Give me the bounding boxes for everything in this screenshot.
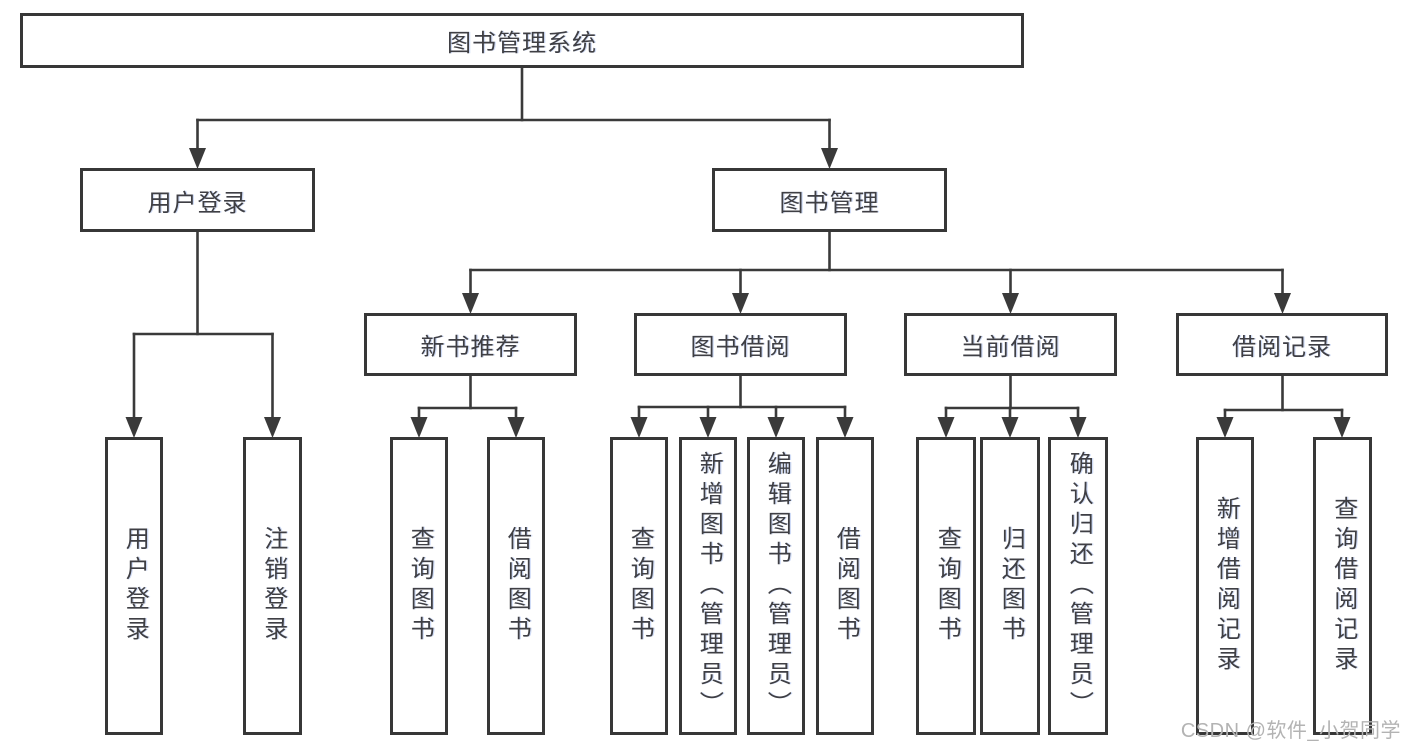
leaf-edit-book-admin: 编辑图书（管理员） <box>747 437 805 735</box>
leaf-user-login-label: 用户登录 <box>121 526 149 646</box>
leaf-borrow-books-recommend-label: 借阅图书 <box>503 526 531 646</box>
leaf-add-book-admin: 新增图书（管理员） <box>679 437 737 735</box>
node-user-login-branch: 用户登录 <box>80 168 315 232</box>
node-current-borrowing-label: 当前借阅 <box>960 334 1061 361</box>
leaf-query-books-borrow-label: 查询图书 <box>626 526 654 646</box>
leaf-query-books-recommend-label: 查询图书 <box>406 526 434 646</box>
node-book-management-label: 图书管理 <box>779 189 880 217</box>
leaf-borrow-books-2-label: 借阅图书 <box>832 526 860 646</box>
leaf-query-books-borrow: 查询图书 <box>610 437 668 735</box>
leaf-add-borrow-record-label: 新增借阅记录 <box>1212 496 1240 676</box>
leaf-return-book: 归还图书 <box>980 437 1040 735</box>
node-library-system: 图书管理系统 <box>20 13 1024 68</box>
leaf-add-borrow-record: 新增借阅记录 <box>1196 437 1254 735</box>
leaf-confirm-return-admin-label: 确认归还（管理员） <box>1065 451 1093 721</box>
leaf-logout: 注销登录 <box>243 437 302 735</box>
leaf-query-books-current-label: 查询图书 <box>933 526 961 646</box>
leaf-user-login: 用户登录 <box>105 437 163 735</box>
node-new-book-recommend: 新书推荐 <box>364 313 577 376</box>
leaf-query-borrow-record-label: 查询借阅记录 <box>1329 496 1357 676</box>
watermark: CSDN @软件_小贺同学 <box>1180 720 1401 742</box>
leaf-borrow-books-recommend: 借阅图书 <box>487 437 545 735</box>
node-book-borrowing: 图书借阅 <box>634 313 847 376</box>
node-library-system-label: 图书管理系统 <box>447 30 597 57</box>
leaf-add-book-admin-label: 新增图书（管理员） <box>695 451 723 721</box>
node-book-borrowing-label: 图书借阅 <box>690 334 791 361</box>
node-user-login-branch-label: 用户登录 <box>147 189 248 217</box>
node-borrowing-records: 借阅记录 <box>1176 313 1388 376</box>
leaf-confirm-return-admin: 确认归还（管理员） <box>1048 437 1108 735</box>
node-new-book-recommend-label: 新书推荐 <box>420 334 521 361</box>
leaf-query-books-current: 查询图书 <box>916 437 976 735</box>
node-borrowing-records-label: 借阅记录 <box>1232 334 1332 361</box>
leaf-borrow-books-2: 借阅图书 <box>816 437 874 735</box>
node-current-borrowing: 当前借阅 <box>904 313 1117 376</box>
leaf-edit-book-admin-label: 编辑图书（管理员） <box>763 451 791 721</box>
leaf-query-books-recommend: 查询图书 <box>390 437 448 735</box>
leaf-return-book-label: 归还图书 <box>997 526 1025 646</box>
node-book-management: 图书管理 <box>712 168 947 232</box>
leaf-logout-label: 注销登录 <box>259 526 287 646</box>
leaf-query-borrow-record: 查询借阅记录 <box>1313 437 1372 735</box>
